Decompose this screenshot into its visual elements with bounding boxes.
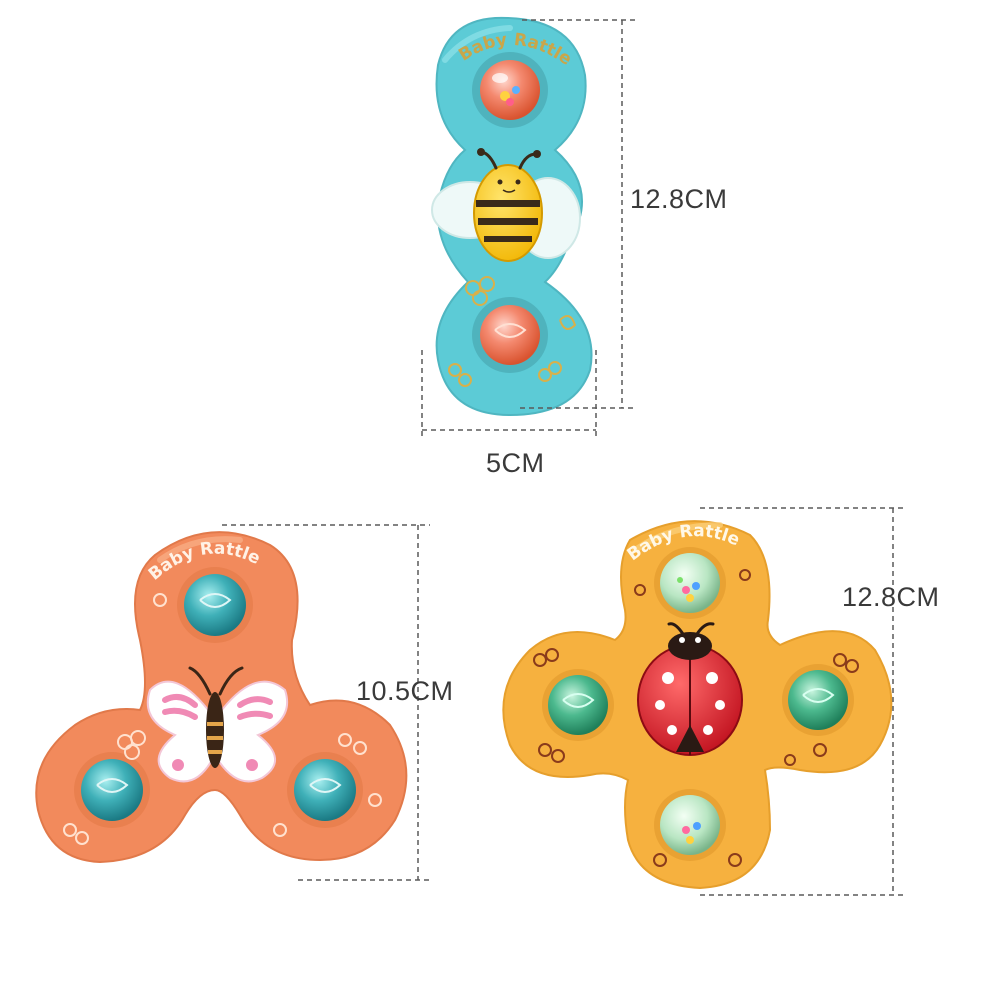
orange-height-label: 10.5CM [356, 676, 454, 706]
blue-height-label: 12.8CM [630, 184, 728, 214]
blue-spinner: Baby Rattle [431, 16, 593, 417]
butterfly-icon [146, 666, 289, 783]
blue-width-label: 5CM [486, 448, 545, 478]
yellow-height-label: 12.8CM [842, 582, 940, 612]
dimension-lines [222, 19, 905, 896]
yellow-spinner: Baby Rattle [502, 520, 893, 890]
bee-icon [473, 148, 543, 262]
orange-spinner: Baby Rattle [35, 531, 408, 864]
ladybug-icon [637, 622, 743, 756]
